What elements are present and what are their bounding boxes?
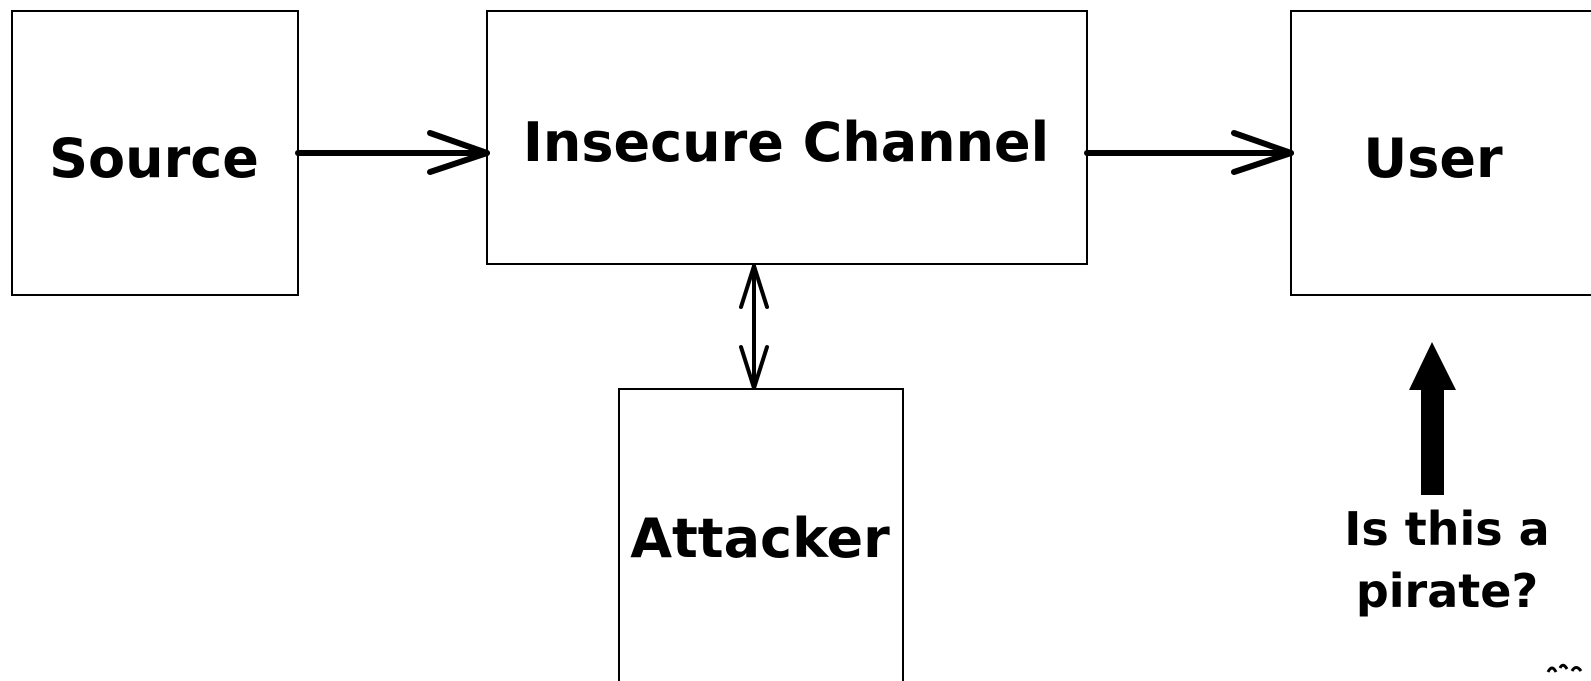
arrow-channel-to-user: [1084, 130, 1294, 175]
attacker-label: Attacker: [630, 507, 890, 570]
question-arrow: [1409, 342, 1456, 495]
question-line-1: Is this a: [1344, 502, 1549, 556]
channel-label: Insecure Channel: [523, 111, 1049, 174]
partial-image-fragment: [1546, 663, 1583, 673]
source-node: Source: [11, 10, 299, 296]
user-box: [1290, 10, 1591, 296]
channel-node: Insecure Channel: [486, 10, 1088, 265]
user-node: User: [1290, 10, 1591, 296]
pirate-question: Is this a pirate?: [1344, 502, 1549, 618]
channel-box: [486, 10, 1088, 265]
arrow-source-to-channel: [295, 130, 490, 175]
question-line-2: pirate?: [1356, 564, 1538, 618]
attacker-box: [618, 388, 904, 681]
arrow-channel-attacker-bidirectional: [739, 264, 769, 390]
question-arrow-head: [1409, 342, 1456, 390]
user-label: User: [1363, 127, 1503, 190]
attacker-node: Attacker: [618, 388, 904, 681]
question-arrow-shaft: [1421, 386, 1444, 495]
source-box: [11, 10, 299, 296]
source-label: Source: [49, 127, 259, 190]
